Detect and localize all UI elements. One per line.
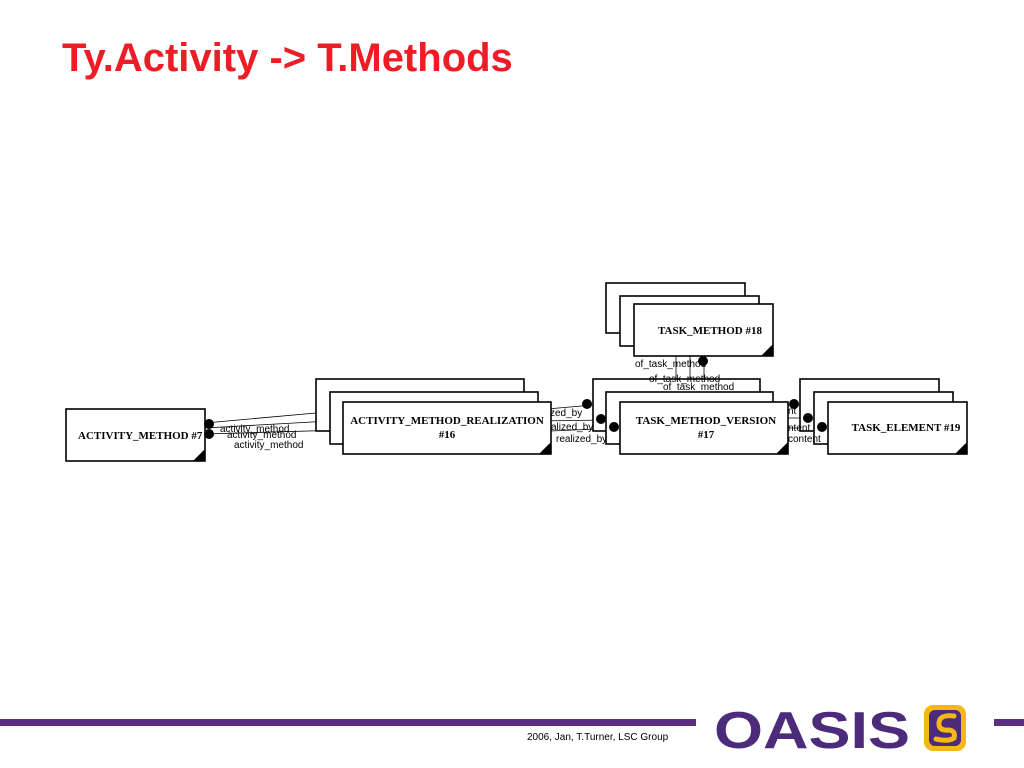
entity-task-method-version: TASK_METHOD_VERSION #17: [592, 378, 789, 455]
entity-activity-method-realization-label: ACTIVITY_METHOD_REALIZATION: [350, 415, 544, 427]
entity-corner-marker: [776, 442, 788, 454]
oasis-logo: OASIS: [714, 702, 966, 760]
entity-activity-method-realization: ACTIVITY_METHOD_REALIZATION #16: [315, 378, 552, 455]
entity-corner-marker: [539, 442, 551, 454]
relationship-dot: [817, 422, 827, 432]
entity-task-method-version-label: TASK_METHOD_VERSION: [636, 415, 776, 427]
entity-task-method: TASK_METHOD #18: [605, 282, 774, 357]
relationship-dot: [803, 413, 813, 423]
role-label-of-task-method: of_task_method: [649, 374, 720, 385]
role-label-content: content: [788, 434, 821, 445]
entity-activity-method: ACTIVITY_METHOD #7: [65, 408, 206, 462]
entity-task-method-version-number: #17: [698, 429, 715, 441]
role-label-activity-method: activity_method: [220, 424, 289, 435]
relationship-dot: [698, 356, 708, 366]
role-label-activity-method: activity_method: [227, 430, 296, 441]
relationship-dots: [204, 356, 827, 439]
entity-task-element: TASK_ELEMENT #19: [799, 378, 968, 455]
entity-corner-marker: [761, 344, 773, 356]
relationship-dot: [204, 429, 214, 439]
slide-title: Ty.Activity -> T.Methods: [62, 36, 513, 80]
role-label-of-task-method: of_task_method: [635, 359, 706, 370]
role-label-realized-by: alized_by: [551, 422, 593, 433]
relationship-dot: [204, 419, 214, 429]
footer-bar: [0, 719, 696, 726]
entity-activity-method-realization-number: #16: [439, 429, 456, 441]
footer-bar-right: [994, 719, 1024, 726]
relationship-dot: [582, 399, 592, 409]
relationship-dot: [789, 399, 799, 409]
role-label-activity-method: activity_method: [234, 440, 303, 451]
role-label-content: nt: [788, 406, 797, 417]
relationship-role-labels: activity_method activity_method activity…: [220, 359, 821, 451]
relationship-dot: [596, 414, 606, 424]
entity-corner-marker: [955, 442, 967, 454]
entity-activity-method-label: ACTIVITY_METHOD #7: [78, 430, 203, 442]
role-label-of-task-method: of_task_method: [663, 382, 734, 393]
oasis-logo-text: OASIS: [714, 702, 910, 760]
role-label-realized-by: zed_by: [550, 408, 582, 419]
role-label-realized-by: realized_by: [556, 434, 607, 445]
entity-corner-marker: [193, 449, 205, 461]
oasis-brand-mark-icon: [924, 705, 966, 751]
entity-task-method-label: TASK_METHOD #18: [658, 325, 763, 337]
footer-credit: 2006, Jan, T.Turner, LSC Group: [527, 732, 669, 743]
entity-task-element-label: TASK_ELEMENT #19: [852, 422, 961, 434]
role-label-content: ntent: [788, 423, 810, 434]
relationship-dot: [609, 422, 619, 432]
